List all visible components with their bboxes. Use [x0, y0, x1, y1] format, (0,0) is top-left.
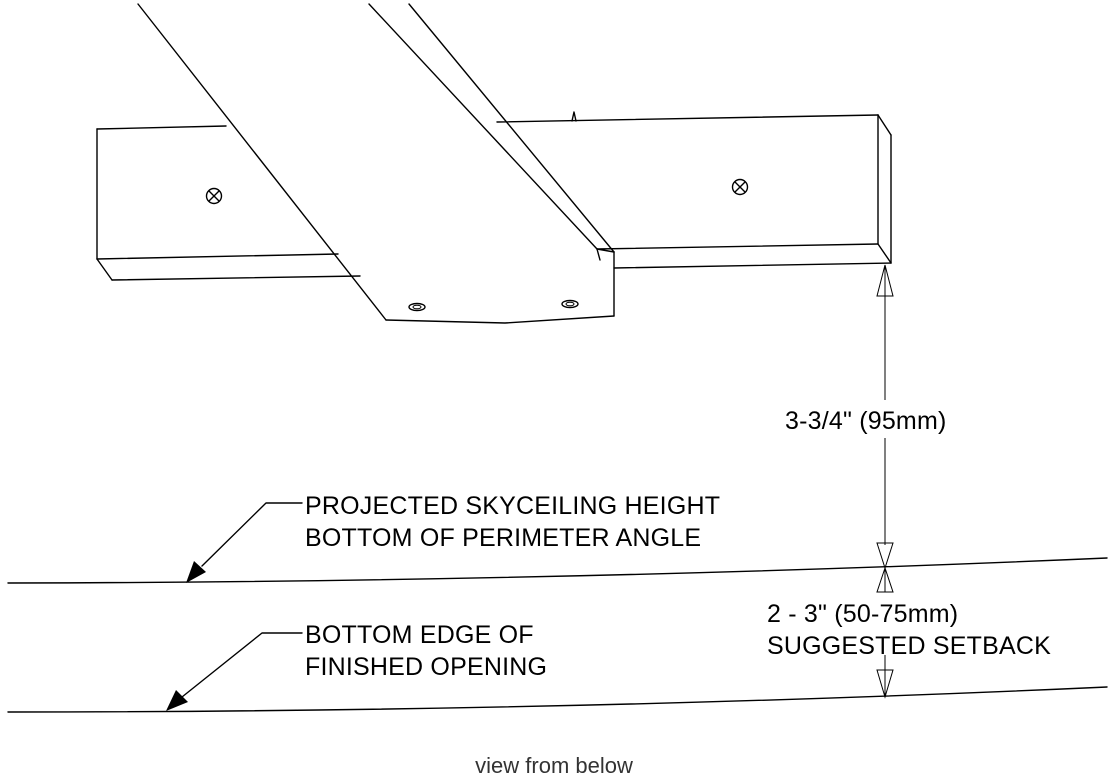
leader-arrow — [186, 502, 303, 583]
projected-height-label-line1: PROJECTED SKYCEILING HEIGHT — [305, 492, 720, 520]
setback-label-line1: 2 - 3" (50-75mm) — [767, 600, 958, 628]
bolt-icon — [408, 302, 426, 312]
dimension-label-95mm: 3-3/4" (95mm) — [785, 407, 947, 435]
diagonal-beam — [137, 3, 615, 324]
projected-skyceiling-line — [7, 557, 1108, 584]
bolt-icon — [561, 299, 579, 309]
bottom-edge-label-line2: FINISHED OPENING — [305, 653, 547, 681]
leader-arrow — [166, 632, 303, 711]
perimeter-block — [96, 111, 892, 281]
dimension-line — [876, 264, 894, 699]
screw-icon — [205, 187, 223, 205]
setback-label-line2: SUGGESTED SETBACK — [767, 632, 1051, 660]
projected-height-label-line2: BOTTOM OF PERIMETER ANGLE — [305, 524, 701, 552]
view-caption: view from below — [475, 753, 633, 778]
screw-icon — [731, 178, 749, 196]
bottom-edge-label-line1: BOTTOM EDGE OF — [305, 621, 534, 649]
finished-opening-line — [7, 686, 1108, 713]
